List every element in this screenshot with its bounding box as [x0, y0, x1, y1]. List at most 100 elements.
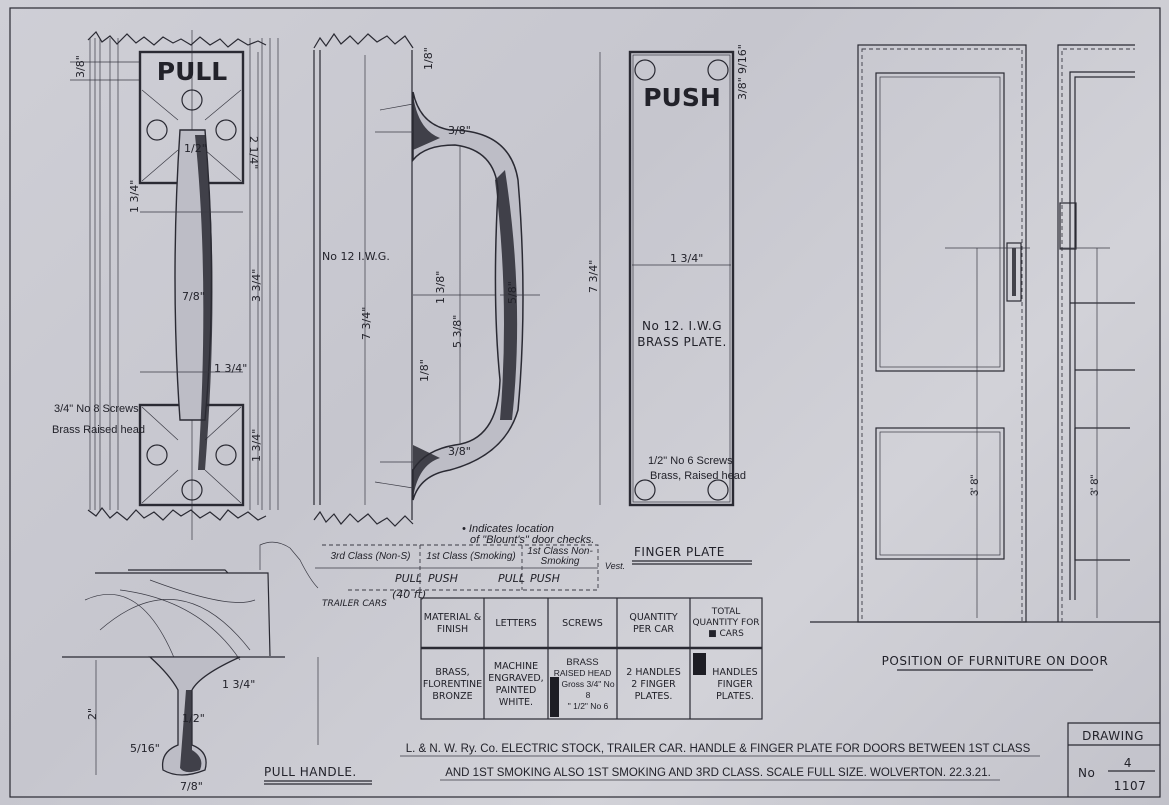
dim-push-height: 7 3/4" — [587, 260, 600, 293]
cell-line: RAISED HEAD — [553, 668, 612, 678]
header-letters: LETTERS — [495, 617, 537, 629]
pull-knob — [148, 656, 241, 776]
cell-line: BRASS — [566, 657, 599, 668]
push-screw-note: 1/2" No 6 Screws — [648, 455, 733, 467]
dim-half: 1/2" — [184, 142, 207, 155]
cell-line: WHITE. — [498, 696, 534, 708]
header-material: MATERIAL & FINISH — [423, 611, 482, 635]
compartment-1st-non-smoking: 1st Class Non-Smoking — [527, 545, 593, 567]
cell-line: PAINTED — [495, 684, 537, 696]
dim-push-width: 1 3/4" — [670, 252, 703, 265]
title-line-2: AND 1ST SMOKING ALSO 1ST SMOKING AND 3RD… — [445, 767, 991, 779]
compartment-vest: Vest. — [604, 561, 626, 571]
cell-line: Gross 3/4" No 8 — [561, 679, 615, 700]
cell-material: BRASS, FLORENTINE BRONZE — [421, 650, 484, 719]
cell-line: HANDLES — [712, 666, 758, 678]
dim-push-top-2: 3/8" — [736, 77, 749, 100]
dim-neck-top: 3/8" — [448, 124, 471, 137]
screw-icons — [146, 89, 237, 501]
dim-plate-thk-top: 1/8" — [422, 47, 435, 70]
dim-plate-thk-bottom: 1/8" — [418, 359, 431, 382]
screw-note: 3/4" No 8 Screws — [54, 403, 139, 415]
drawing-number-box: DRAWING No 4 1107 — [1067, 722, 1160, 797]
screw-note-2: Brass Raised head — [52, 424, 145, 436]
dim-knob-height: 2" — [86, 708, 99, 720]
drawing-numerator: 4 — [1124, 756, 1132, 770]
trailer-ref: (40 ft) — [392, 588, 426, 601]
cell-quantity: 2 HANDLES 2 FINGER PLATES. — [617, 650, 690, 719]
drawing-no-prefix: No — [1078, 766, 1095, 780]
drawing-denominator: 1107 — [1114, 779, 1147, 793]
dim-projection: 1 3/8" — [434, 271, 447, 304]
pull-front-view: PULL 3/8" 1/2" 2 1/4" 1 3/4" 7/8" 3 3/4"… — [52, 30, 279, 540]
label-pull-2: PULL — [498, 572, 525, 585]
header-screws: SCREWS — [562, 617, 603, 629]
dim-neck: 1/2" — [182, 712, 205, 725]
dim-overall: 7 3/4" — [360, 307, 373, 340]
cell-line: 2 HANDLES — [626, 666, 681, 678]
door-pull-handle — [1006, 242, 1022, 302]
dim-plate-height: 2 1/4" — [247, 136, 260, 169]
label-pull: PULL — [395, 572, 422, 585]
cell-line: ENGRAVED, — [488, 672, 544, 684]
trailer-cars-label: TRAILER CARS — [322, 599, 387, 609]
cell-line: " 1/2" No 6 — [567, 701, 609, 711]
redacted-block — [550, 677, 559, 717]
finger-plate-title: FINGER PLATE — [634, 545, 725, 559]
specification-table — [420, 597, 763, 720]
door-check-note: • Indicates location — [462, 523, 554, 535]
dim-width-lower: 1 3/4" — [214, 362, 247, 375]
cell-line: BRONZE — [432, 690, 473, 702]
dim-centres: 3 3/4" — [250, 269, 263, 302]
cell-line: PLATES. — [716, 690, 754, 702]
door-elevation: 3' 8" 3' 8" POSITION OF FURNITURE ON DOO… — [810, 44, 1160, 671]
cell-line: MACHINE — [493, 660, 539, 672]
dim-grip-thk: 5/8" — [506, 281, 519, 304]
dim-knob-width: 7/8" — [180, 780, 203, 793]
label-push: PUSH — [428, 572, 458, 585]
cell-line: BRASS, — [435, 666, 470, 678]
cell-letters: MACHINE ENGRAVED, PAINTED WHITE. — [484, 650, 548, 719]
door-height-1: 3' 8" — [969, 475, 981, 496]
push-screw-note-2: Brass, Raised head — [650, 470, 746, 482]
pull-handle-title: PULL HANDLE. — [264, 765, 357, 779]
title-line-1: L. & N. W. Ry. Co. ELECTRIC STOCK, TRAIL… — [406, 743, 1031, 755]
dim-push-top-1: 9/16" — [736, 44, 749, 74]
door-check-note-2: of "Blount's" door checks. — [470, 534, 594, 546]
title-block: L. & N. W. Ry. Co. ELECTRIC STOCK, TRAIL… — [400, 743, 1040, 781]
dim-lower-plate: 1 3/4" — [250, 429, 263, 462]
push-note-1: No 12. I.W.G — [642, 319, 722, 333]
finger-plate-diagram: • Indicates location of "Blount's" door … — [315, 523, 752, 609]
dim-grip: 7/8" — [182, 290, 205, 303]
dim-knob: 5/16" — [130, 742, 160, 755]
compartment-1st-smoking: 1st Class (Smoking) — [426, 550, 516, 562]
cell-screws: BRASS RAISED HEAD Gross 3/4" No 8 " 1/2"… — [548, 650, 617, 719]
drawing-label: DRAWING — [1082, 729, 1144, 743]
push-plate — [628, 50, 735, 507]
push-plate-text: PUSH — [643, 83, 721, 112]
door-height-2: 3' 8" — [1089, 475, 1101, 496]
pull-side-view: No 12 I.W.G. 1/8" 7 3/4" 3/8" 1 3/8" 5/8… — [313, 32, 540, 527]
gauge-label: No 12 I.W.G. — [322, 250, 390, 263]
dim-width-upper: 1 3/4" — [128, 180, 141, 213]
pull-handle-end-view: 2" 1 3/4" 1/2" 5/16" 7/8" PULL HANDLE. — [62, 541, 372, 793]
dim-base: 1 3/4" — [222, 678, 255, 691]
compartment-3rd: 3rd Class (Non-S) — [330, 550, 411, 562]
cell-line: FLORENTINE — [422, 678, 483, 690]
push-note-2: BRASS PLATE. — [637, 335, 727, 349]
redacted-block — [693, 653, 706, 675]
cell-line: 2 FINGER — [631, 678, 676, 690]
header-quantity: QUANTITY PER CAR — [629, 611, 678, 635]
dim-inner: 5 3/8" — [451, 315, 464, 348]
door-push-plate — [1059, 202, 1077, 250]
cell-total: HANDLES FINGER PLATES. — [708, 650, 762, 719]
sheet-border — [9, 7, 1161, 798]
cell-line: FINGER — [717, 678, 753, 690]
dim-neck-bottom: 3/8" — [448, 445, 471, 458]
header-total: TOTAL QUANTITY FOR ■ CARS — [692, 607, 760, 639]
label-push-2: PUSH — [530, 572, 560, 585]
door-view-title: POSITION OF FURNITURE ON DOOR — [882, 654, 1109, 668]
pull-plate-text: PULL — [157, 57, 228, 86]
